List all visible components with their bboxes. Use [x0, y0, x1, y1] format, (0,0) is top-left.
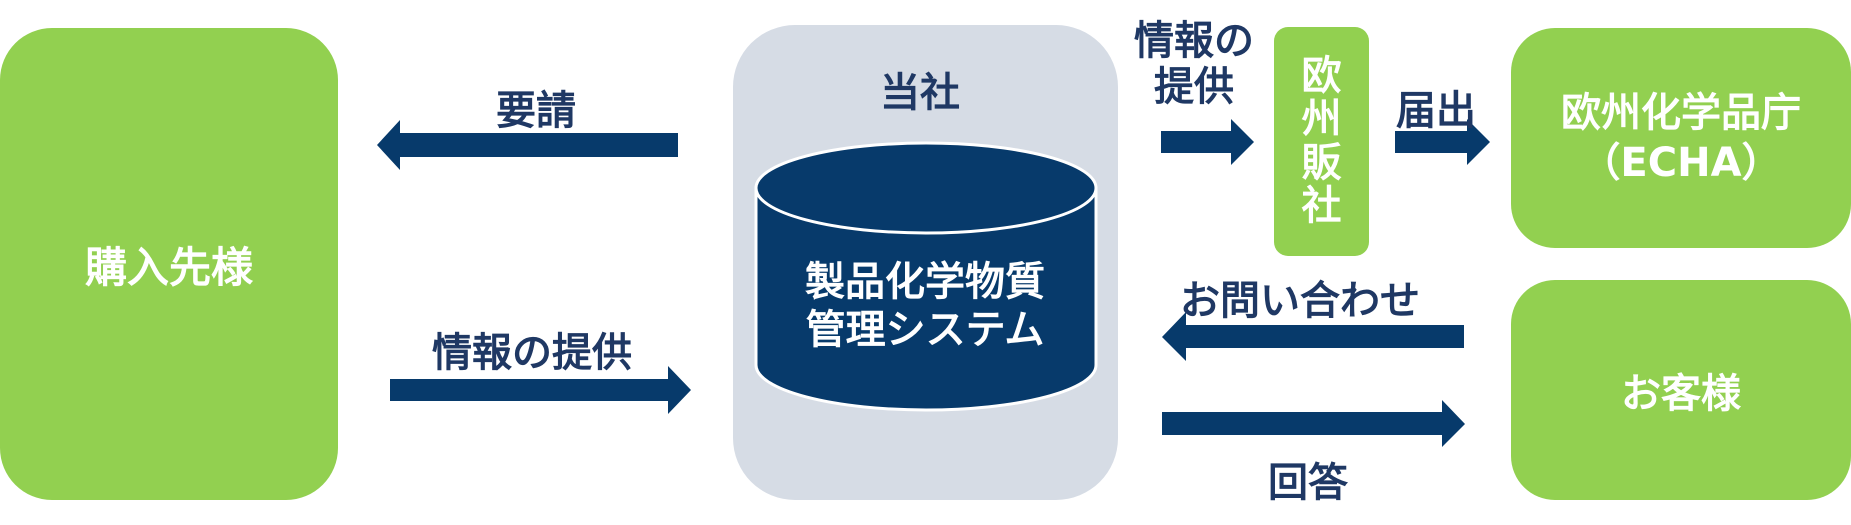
request-arrow [377, 120, 678, 170]
database-cylinder [754, 141, 1098, 412]
eu-sales-char-4: 社 [1301, 182, 1342, 229]
inquiry-arrow [1162, 312, 1464, 361]
eu-sales-char-3: 販 [1301, 139, 1342, 186]
request-label: 要請 [496, 88, 576, 134]
database-label: 製品化学物質 管理システム [760, 258, 1090, 354]
info-provide-right-label: 情報の 提供 [1134, 18, 1254, 110]
info-provide-right-line1: 情報の [1134, 18, 1254, 64]
customer-label: お客様 [1621, 371, 1741, 417]
inquiry-label: お問い合わせ [1180, 278, 1420, 324]
info-provide-right-line2: 提供 [1154, 64, 1234, 110]
echa-line1: 欧州化学品庁 [1561, 90, 1801, 136]
eu-sales-char-2: 州 [1301, 96, 1342, 143]
info-provide-right-arrow [1161, 119, 1254, 165]
company-title: 当社 [880, 70, 960, 116]
database-label-line1: 製品化学物質 [805, 259, 1045, 305]
eu-sales-box: 欧 州 販 社 [1274, 27, 1369, 256]
answer-label: 回答 [1268, 460, 1348, 506]
eu-sales-char-1: 欧 [1301, 53, 1342, 100]
customer-box: お客様 [1511, 280, 1851, 500]
supplier-box: 購入先様 [0, 28, 338, 500]
info-provide-left-arrow [390, 366, 691, 414]
database-label-line2: 管理システム [805, 307, 1045, 353]
info-provide-left-label: 情報の提供 [432, 330, 632, 376]
notify-arrow [1395, 119, 1490, 165]
echa-box: 欧州化学品庁 （ECHA） [1511, 28, 1851, 248]
echa-line2: （ECHA） [1580, 140, 1782, 186]
supplier-label: 購入先様 [84, 242, 253, 292]
answer-arrow [1162, 400, 1465, 447]
notify-label: 届出 [1396, 88, 1476, 134]
